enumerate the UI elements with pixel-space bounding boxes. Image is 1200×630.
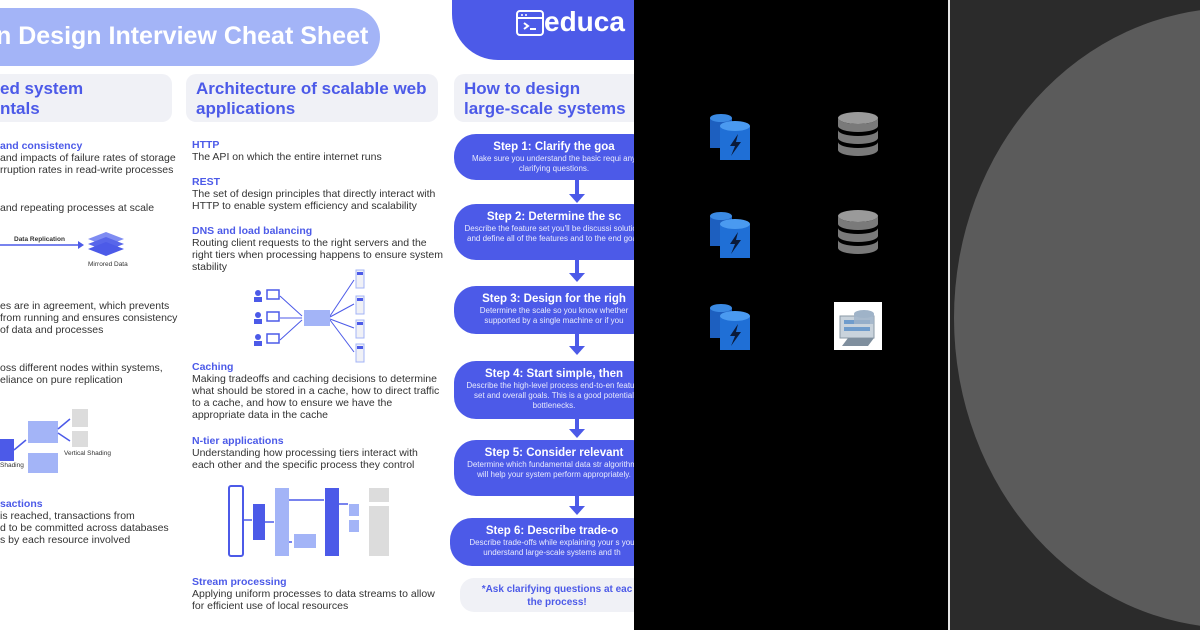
database-stack-icon [838, 112, 878, 156]
consistency-line1: and impacts of failure rates of storage [0, 152, 176, 164]
poster-title: n Design Interview Cheat Sheet [0, 22, 369, 50]
transactions-title: sactions [0, 498, 43, 510]
terminal-icon [516, 10, 544, 36]
ask-questions-note: *Ask clarifying questions at eac the pro… [460, 578, 634, 612]
col3-heading-line2: large-scale systems [464, 99, 626, 118]
col1-heading-line1: ed system [0, 79, 84, 98]
ntier-line2: each other and the specific process they… [192, 459, 415, 471]
down-arrow-icon [569, 429, 585, 438]
transactions-line3: s by each resource involved [0, 534, 131, 546]
step-3-desc: Determine the scale so you know whether … [479, 306, 629, 325]
dns-title: DNS and load balancing [192, 225, 313, 237]
transactions-line2: d to be committed across databases [0, 522, 169, 534]
replication-text: and repeating processes at scale [0, 202, 155, 214]
consistency-title: and consistency [0, 140, 83, 152]
col2-heading-line2: applications [196, 99, 296, 118]
caching-title: Caching [192, 361, 234, 373]
brand-logo-text: educa [544, 6, 625, 37]
ntier-diagram [228, 485, 389, 557]
down-arrow-icon [569, 273, 585, 282]
database-bolt-icon [710, 212, 750, 258]
http-title: HTTP [192, 139, 220, 151]
step-1: Step 1: Clarify the goa Make sure you un… [454, 134, 634, 180]
database-stack-icon [838, 210, 878, 254]
step-connector [575, 260, 579, 274]
consensus-line3: of data and processes [0, 324, 104, 336]
stream-line1: Applying uniform processes to data strea… [192, 588, 435, 600]
dns-line2: right tiers when processing happens to e… [192, 249, 443, 261]
replication-diagram [0, 232, 124, 256]
step-4: Step 4: Start simple, then Describe the … [454, 361, 634, 419]
col1-heading: ed system ntals [0, 74, 172, 122]
brand-banner: educa [452, 0, 634, 60]
icon-grid-panel [634, 0, 950, 630]
caching-line4: appropriate data in the cache [192, 409, 329, 421]
caching-line2: what should be stored in a cache, how to… [192, 385, 440, 397]
step-2-title: Step 2: Determine the sc [486, 211, 622, 223]
mirrored-data-label: Mirrored Data [88, 261, 128, 268]
ntier-line1: Understanding how processing tiers inter… [192, 447, 418, 459]
database-bolt-icon [710, 304, 750, 350]
cheat-sheet-poster: n Design Interview Cheat Sheet educa ed … [0, 0, 634, 612]
step-2: Step 2: Determine the sc Describe the fe… [454, 204, 634, 260]
ntier-title: N-tier applications [192, 435, 284, 447]
rest-line1: The set of design principles that direct… [192, 188, 436, 200]
title-banner: n Design Interview Cheat Sheet [0, 8, 380, 66]
step-connector [575, 496, 579, 507]
stream-line2: for efficient use of local resources [192, 600, 349, 612]
data-replication-label: Data Replication [14, 236, 65, 243]
step-3-title: Step 3: Design for the righ [482, 293, 626, 305]
server-install-icon [834, 302, 882, 350]
down-arrow-icon [569, 194, 585, 203]
step-6-desc: Describe trade-offs while explaining you… [469, 538, 634, 557]
consensus-line2: from running and ensures consistency [0, 312, 178, 324]
stream-title: Stream processing [192, 576, 287, 588]
col2-heading-line1: Architecture of scalable web [196, 79, 427, 98]
ask-note-line1: *Ask clarifying questions at eac [481, 584, 633, 595]
dns-line1: Routing client requests to the right ser… [192, 237, 427, 249]
partition-line1: oss different nodes within systems, [0, 362, 163, 374]
transactions-line1: is reached, transactions from [0, 510, 135, 522]
gray-circle-shape [954, 8, 1200, 628]
down-arrow-icon [569, 346, 585, 355]
step-connector [575, 419, 579, 430]
step-connector [575, 334, 579, 347]
sharding-diagram [0, 409, 88, 473]
load-balancer-diagram [254, 269, 365, 363]
step-connector [575, 180, 579, 195]
col1-heading-line2: ntals [0, 99, 40, 118]
vertical-shading-label: Vertical Shading [64, 450, 111, 457]
consensus-line1: es are in agreement, which prevents [0, 300, 170, 312]
step-3: Step 3: Design for the righ Determine th… [454, 286, 634, 334]
database-bolt-icon [710, 114, 750, 160]
gray-panel [950, 0, 1200, 630]
step-1-desc: Make sure you understand the basic requi… [471, 154, 634, 173]
down-arrow-icon [569, 506, 585, 515]
col3-heading-line1: How to design [464, 79, 581, 98]
step-4-title: Step 4: Start simple, then [484, 368, 624, 380]
caching-line1: Making tradeoffs and caching decisions t… [192, 373, 437, 385]
step-6: Step 6: Describe trade-o Describe trade-… [450, 518, 634, 566]
ask-note-line2: the process! [527, 597, 587, 608]
rest-title: REST [192, 176, 221, 188]
partition-line2: eliance on pure replication [0, 374, 123, 386]
step-2-desc: Describe the feature set you'll be discu… [464, 224, 634, 243]
step-5-title: Step 5: Consider relevant [484, 447, 624, 459]
step-4-desc: Describe the high-level process end-to-e… [466, 381, 634, 410]
step-1-title: Step 1: Clarify the goa [493, 141, 615, 153]
rest-line2: HTTP to enable system efficiency and sca… [192, 200, 417, 212]
http-text: The API on which the entire internet run… [192, 151, 382, 163]
step-5-desc: Determine which fundamental data str alg… [467, 460, 634, 479]
step-6-title: Step 6: Describe trade-o [485, 525, 619, 537]
consistency-line2: rruption rates in read-write processes [0, 164, 174, 176]
col3-heading: How to design large-scale systems [454, 74, 634, 122]
col2-heading: Architecture of scalable web application… [186, 74, 438, 122]
shading-label: Shading [0, 462, 24, 469]
step-5: Step 5: Consider relevant Determine whic… [454, 440, 634, 496]
caching-line3: to a cache, and how to ensure we have th… [192, 397, 393, 409]
dns-line3: stability [192, 261, 228, 273]
